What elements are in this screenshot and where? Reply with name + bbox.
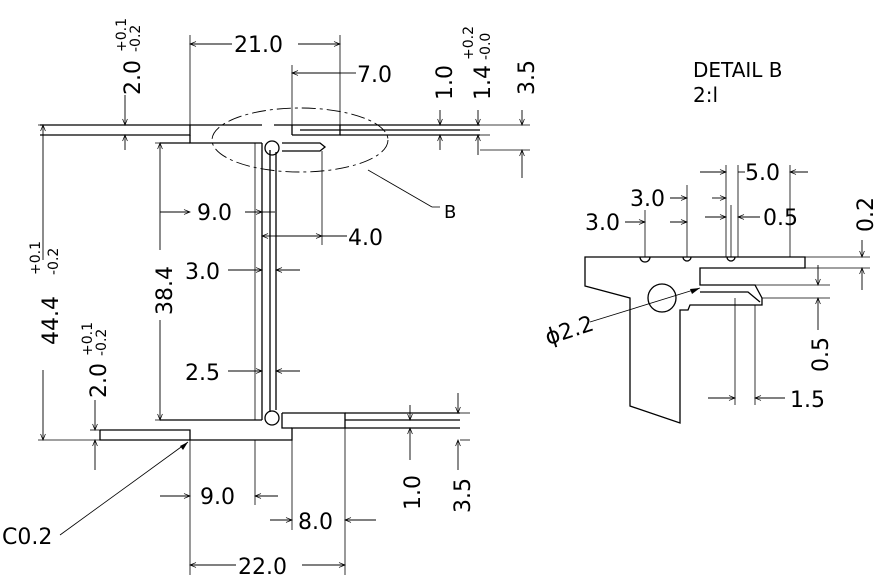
svg-text:0.5: 0.5 <box>763 206 798 231</box>
dim-21: 21.0 <box>189 33 341 58</box>
detail-b-circle <box>211 107 389 173</box>
detail-dim-3b: 3.0 <box>585 211 688 236</box>
detail-dim-0-5-right: 0.5 <box>809 265 834 372</box>
detail-dim-0-5-top: 0.5 <box>705 206 798 231</box>
svg-text:1.0: 1.0 <box>433 65 458 100</box>
svg-text:44.4: 44.4 <box>39 296 64 345</box>
chamfer-leader: C0.2 <box>2 441 189 550</box>
detail-scale: 2:l <box>693 83 718 107</box>
svg-text:9.0: 9.0 <box>197 201 232 226</box>
dim-3-5-bottom: 3.5 <box>451 393 476 513</box>
svg-text:-0.2: -0.2 <box>128 25 144 52</box>
svg-text:+0.2: +0.2 <box>461 26 477 60</box>
svg-text:2.5: 2.5 <box>185 361 220 386</box>
svg-text:1.5: 1.5 <box>790 388 825 413</box>
svg-text:-0.2: -0.2 <box>94 329 110 356</box>
svg-text:3.5: 3.5 <box>451 478 476 513</box>
svg-text:1.0: 1.0 <box>401 475 426 510</box>
svg-text:9.0: 9.0 <box>200 485 235 510</box>
svg-text:-0.2: -0.2 <box>46 248 62 275</box>
svg-text:+0.1: +0.1 <box>114 18 130 52</box>
svg-text:ϕ2.2: ϕ2.2 <box>542 312 597 351</box>
detail-b-callout: B <box>444 202 456 223</box>
svg-text:0.5: 0.5 <box>809 337 834 372</box>
dim-3-5-top: 3.5 <box>515 60 540 178</box>
svg-text:22.0: 22.0 <box>238 555 287 580</box>
svg-text:3.0: 3.0 <box>185 260 220 285</box>
svg-text:C0.2: C0.2 <box>2 525 52 550</box>
dim-8: 8.0 <box>270 510 376 535</box>
svg-text:-0.0: -0.0 <box>478 33 494 60</box>
svg-text:3.5: 3.5 <box>515 60 540 95</box>
dim-1-bottom: 1.0 <box>401 405 426 510</box>
svg-text:+0.1: +0.1 <box>28 241 44 275</box>
svg-text:8.0: 8.0 <box>298 510 333 535</box>
dim-7: 7.0 <box>291 63 392 88</box>
svg-text:3.0: 3.0 <box>585 211 620 236</box>
dim-9-top: 9.0 <box>160 201 275 226</box>
svg-text:1.4: 1.4 <box>471 65 496 100</box>
svg-text:0.2: 0.2 <box>854 197 879 232</box>
detail-b-part <box>584 256 870 424</box>
dim-2-top: 2.0 +0.1 -0.2 <box>114 18 146 150</box>
detail-b-leader <box>367 169 433 208</box>
dim-44-4: 44.4 +0.1 -0.2 <box>28 124 64 441</box>
detail-title: DETAIL B <box>693 58 783 82</box>
dim-9-bottom: 9.0 <box>160 485 278 510</box>
detail-dim-0-2: 0.2 <box>854 197 879 290</box>
detail-dim-1-5: 1.5 <box>708 388 825 413</box>
svg-text:4.0: 4.0 <box>348 226 383 251</box>
svg-text:5.0: 5.0 <box>745 161 780 186</box>
dim-2-bottom: 2.0 +0.1 -0.2 <box>80 322 112 470</box>
detail-dim-3a: 3.0 <box>630 187 727 212</box>
dim-22: 22.0 <box>189 555 346 580</box>
dim-3-slot: 3.0 <box>185 260 300 285</box>
svg-text:+0.1: +0.1 <box>80 322 96 356</box>
detail-ext-lines <box>644 165 791 405</box>
svg-text:2.0: 2.0 <box>121 60 146 95</box>
svg-text:2.0: 2.0 <box>87 363 112 398</box>
dim-1-top: 1.0 <box>433 65 458 150</box>
dim-1-4: 1.4 +0.2 -0.0 <box>461 26 496 155</box>
dim-4: 4.0 <box>261 226 383 251</box>
dim-2-5-slot: 2.5 <box>185 361 300 386</box>
svg-text:38.4: 38.4 <box>153 266 178 315</box>
svg-text:21.0: 21.0 <box>234 33 283 58</box>
detail-dim-5: 5.0 <box>700 161 808 186</box>
svg-text:7.0: 7.0 <box>357 63 392 88</box>
dim-38-4: 38.4 <box>153 142 178 421</box>
svg-text:3.0: 3.0 <box>630 187 665 212</box>
